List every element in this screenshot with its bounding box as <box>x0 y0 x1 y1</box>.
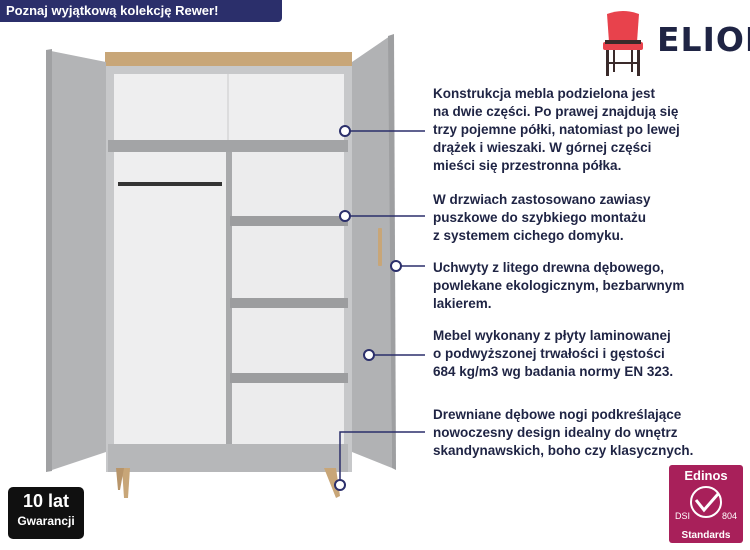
badge-title: Edinos <box>684 468 728 483</box>
promo-banner: Poznaj wyjątkową kolekcję Rewer! <box>0 0 282 22</box>
banner-text: Poznaj wyjątkową kolekcję Rewer! <box>6 3 219 18</box>
brand-logo: ELIOR <box>593 10 750 80</box>
badge-number: 804 <box>721 511 737 521</box>
badge-standards: Standards <box>681 530 731 541</box>
feature-handles: Uchwyty z litego drewna dębowego, powlek… <box>433 260 685 311</box>
brand-name: ELIOR <box>657 20 750 59</box>
feature-material: Mebel wykonany z płyty laminowanej o pod… <box>433 328 674 379</box>
warranty-years: 10 lat <box>22 491 70 511</box>
badge-dsi: DSI <box>675 511 691 521</box>
check-shield-icon <box>690 486 722 518</box>
feature-hinges: W drzwiach zastosowano zawiasy puszkowe … <box>433 192 651 243</box>
warranty-label: Gwarancji <box>17 514 75 528</box>
feature-construction: Konstrukcja mebla podzielona jest na dwi… <box>433 86 680 173</box>
edinos-badge: Edinos DSI 804 Standards <box>669 465 743 543</box>
wardrobe-illustration <box>46 34 396 498</box>
feature-legs: Drewniane dębowe nogi podkreślające nowo… <box>433 407 694 458</box>
chair-icon <box>603 11 643 76</box>
warranty-badge: 10 lat Gwarancji <box>8 487 84 539</box>
